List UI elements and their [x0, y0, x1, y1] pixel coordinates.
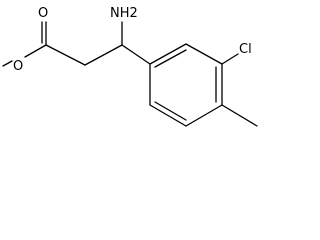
ring-bond-4	[185, 104, 223, 127]
bond-ester-o-carbonyl-c	[24, 44, 47, 58]
bond-carbonyl-ch2	[45, 44, 86, 66]
bond-ch-ring	[121, 44, 151, 65]
ring-inner-bond-a	[154, 49, 187, 68]
bond-methyl-ester-o	[2, 60, 13, 67]
amine-label: NH2	[110, 6, 138, 21]
bond-ring-methyl	[221, 104, 258, 127]
ring-bond-5	[149, 104, 187, 127]
ring-bond-1	[149, 43, 187, 65]
carbonyl-oxygen-label: O	[38, 6, 48, 21]
ring-inner-bond-c	[154, 101, 187, 121]
bond-lines	[2, 21, 258, 127]
chemical-structure-diagram: O O NH2 Cl	[2, 6, 258, 127]
bond-ch2-ch	[84, 44, 123, 66]
chlorine-label: Cl	[239, 42, 252, 57]
ring-bond-2	[185, 43, 223, 65]
atom-labels: O O NH2 Cl	[13, 6, 252, 74]
bond-ring-chlorine	[221, 53, 239, 65]
ester-oxygen-label: O	[13, 59, 23, 74]
